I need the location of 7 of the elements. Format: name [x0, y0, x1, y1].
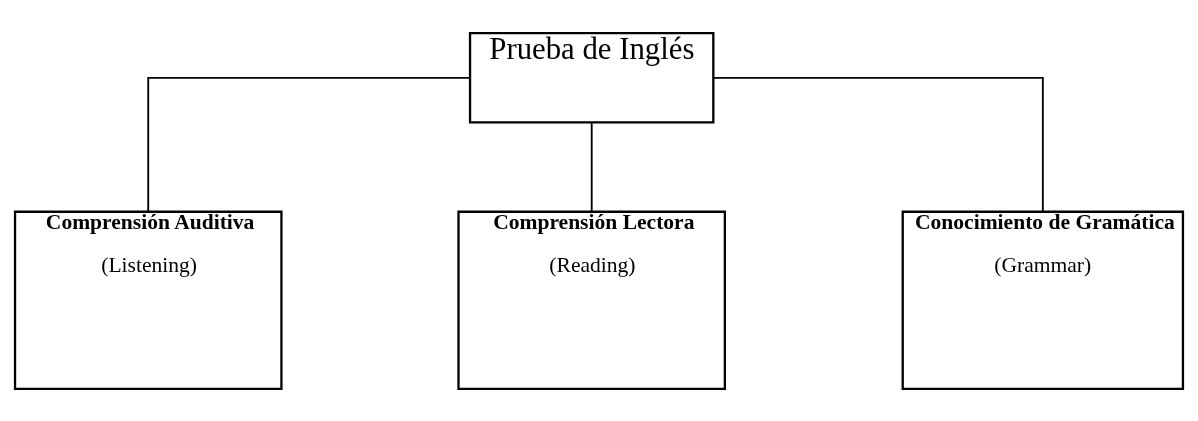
node-box: Conocimiento de Gramática (Grammar) — [901, 210, 1185, 390]
connector — [147, 76, 471, 213]
node-box: Comprensión Auditiva (Listening) — [13, 210, 283, 390]
connector — [590, 121, 593, 213]
connector — [712, 76, 1044, 213]
node-box: Prueba de Inglés — [468, 31, 715, 124]
node-box: Comprensión Lectora (Reading) — [457, 210, 727, 390]
